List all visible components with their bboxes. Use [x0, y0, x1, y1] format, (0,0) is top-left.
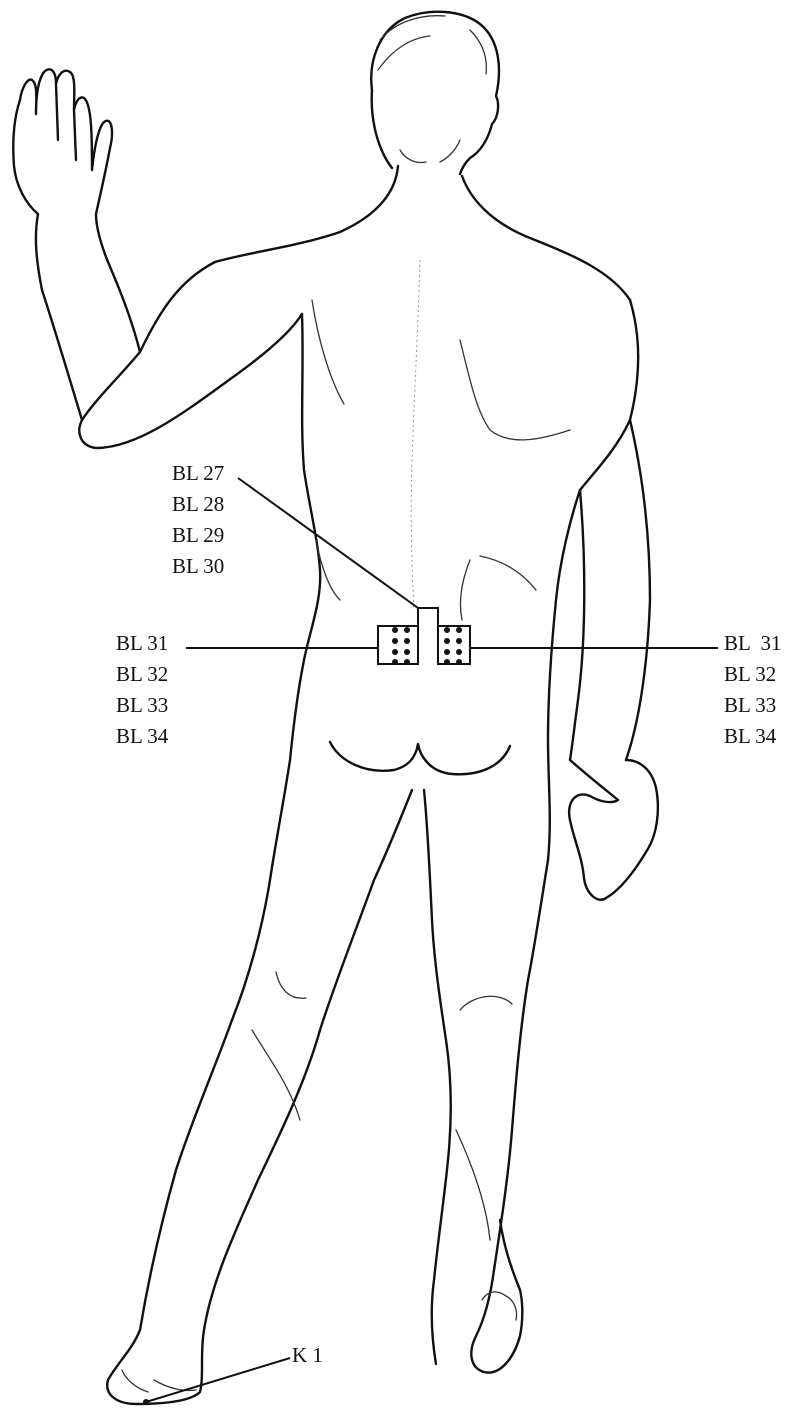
torso-left: [270, 314, 320, 880]
right-point-box: [438, 626, 470, 664]
raised-arm-outline: [13, 69, 302, 448]
label-k1: K 1: [292, 1343, 323, 1367]
leg-muscle-lines: [252, 972, 512, 1240]
left-leg-outline: [107, 790, 412, 1404]
point-dot: [444, 627, 450, 633]
point-dot: [444, 638, 450, 644]
point-dot: [456, 659, 462, 665]
right-hand-outline: [569, 760, 658, 900]
center-connector: [418, 608, 438, 628]
sacral-point-boxes: [378, 608, 470, 665]
label-bl27: BL 27: [172, 461, 224, 485]
label-bl32-right: BL 32: [724, 662, 776, 686]
label-bl34-right: BL 34: [724, 724, 777, 748]
point-dot: [392, 638, 398, 644]
label-bl31-right: BL 31: [724, 631, 782, 655]
point-dot: [392, 627, 398, 633]
label-group-left: BL 31 BL 32 BL 33 BL 34: [116, 631, 169, 748]
back-contours: [312, 300, 570, 620]
neck-left: [215, 166, 398, 262]
label-bl33-right: BL 33: [724, 693, 776, 717]
body-outline: [13, 12, 658, 1404]
label-bl29: BL 29: [172, 523, 224, 547]
label-group-right: BL 31 BL 32 BL 33 BL 34: [724, 631, 782, 748]
neck-right: [462, 176, 630, 300]
torso-right: [548, 300, 638, 860]
inner-leg-lines: [424, 790, 451, 1364]
point-dot: [456, 649, 462, 655]
point-dot: [456, 638, 462, 644]
point-dot: [404, 627, 410, 633]
right-forearm: [570, 420, 650, 760]
point-dot: [404, 659, 410, 665]
point-dots: [392, 627, 462, 665]
label-bl30: BL 30: [172, 554, 224, 578]
point-dot: [404, 649, 410, 655]
leader-line-center: [238, 478, 418, 608]
point-dot: [404, 638, 410, 644]
label-bl33-left: BL 33: [116, 693, 168, 717]
point-dot: [392, 649, 398, 655]
leader-lines: [143, 478, 718, 1405]
left-foot-details: [122, 1370, 196, 1392]
label-group-center: BL 27 BL 28 BL 29 BL 30: [172, 461, 224, 578]
label-bl28: BL 28: [172, 492, 224, 516]
spine-shading: [411, 260, 420, 610]
label-bl32-left: BL 32: [116, 662, 168, 686]
hair-texture: [378, 16, 486, 163]
left-point-box: [378, 626, 418, 664]
head-outline: [371, 12, 499, 174]
point-dot: [392, 659, 398, 665]
point-dot: [444, 659, 450, 665]
label-bl31-left: BL 31: [116, 631, 168, 655]
buttocks-outline: [330, 742, 510, 774]
right-leg-outline: [471, 860, 548, 1373]
label-bl34-left: BL 34: [116, 724, 169, 748]
foot-point-dot: [143, 1399, 149, 1405]
point-dot: [456, 627, 462, 633]
point-dot: [444, 649, 450, 655]
leader-line-foot: [146, 1358, 290, 1402]
